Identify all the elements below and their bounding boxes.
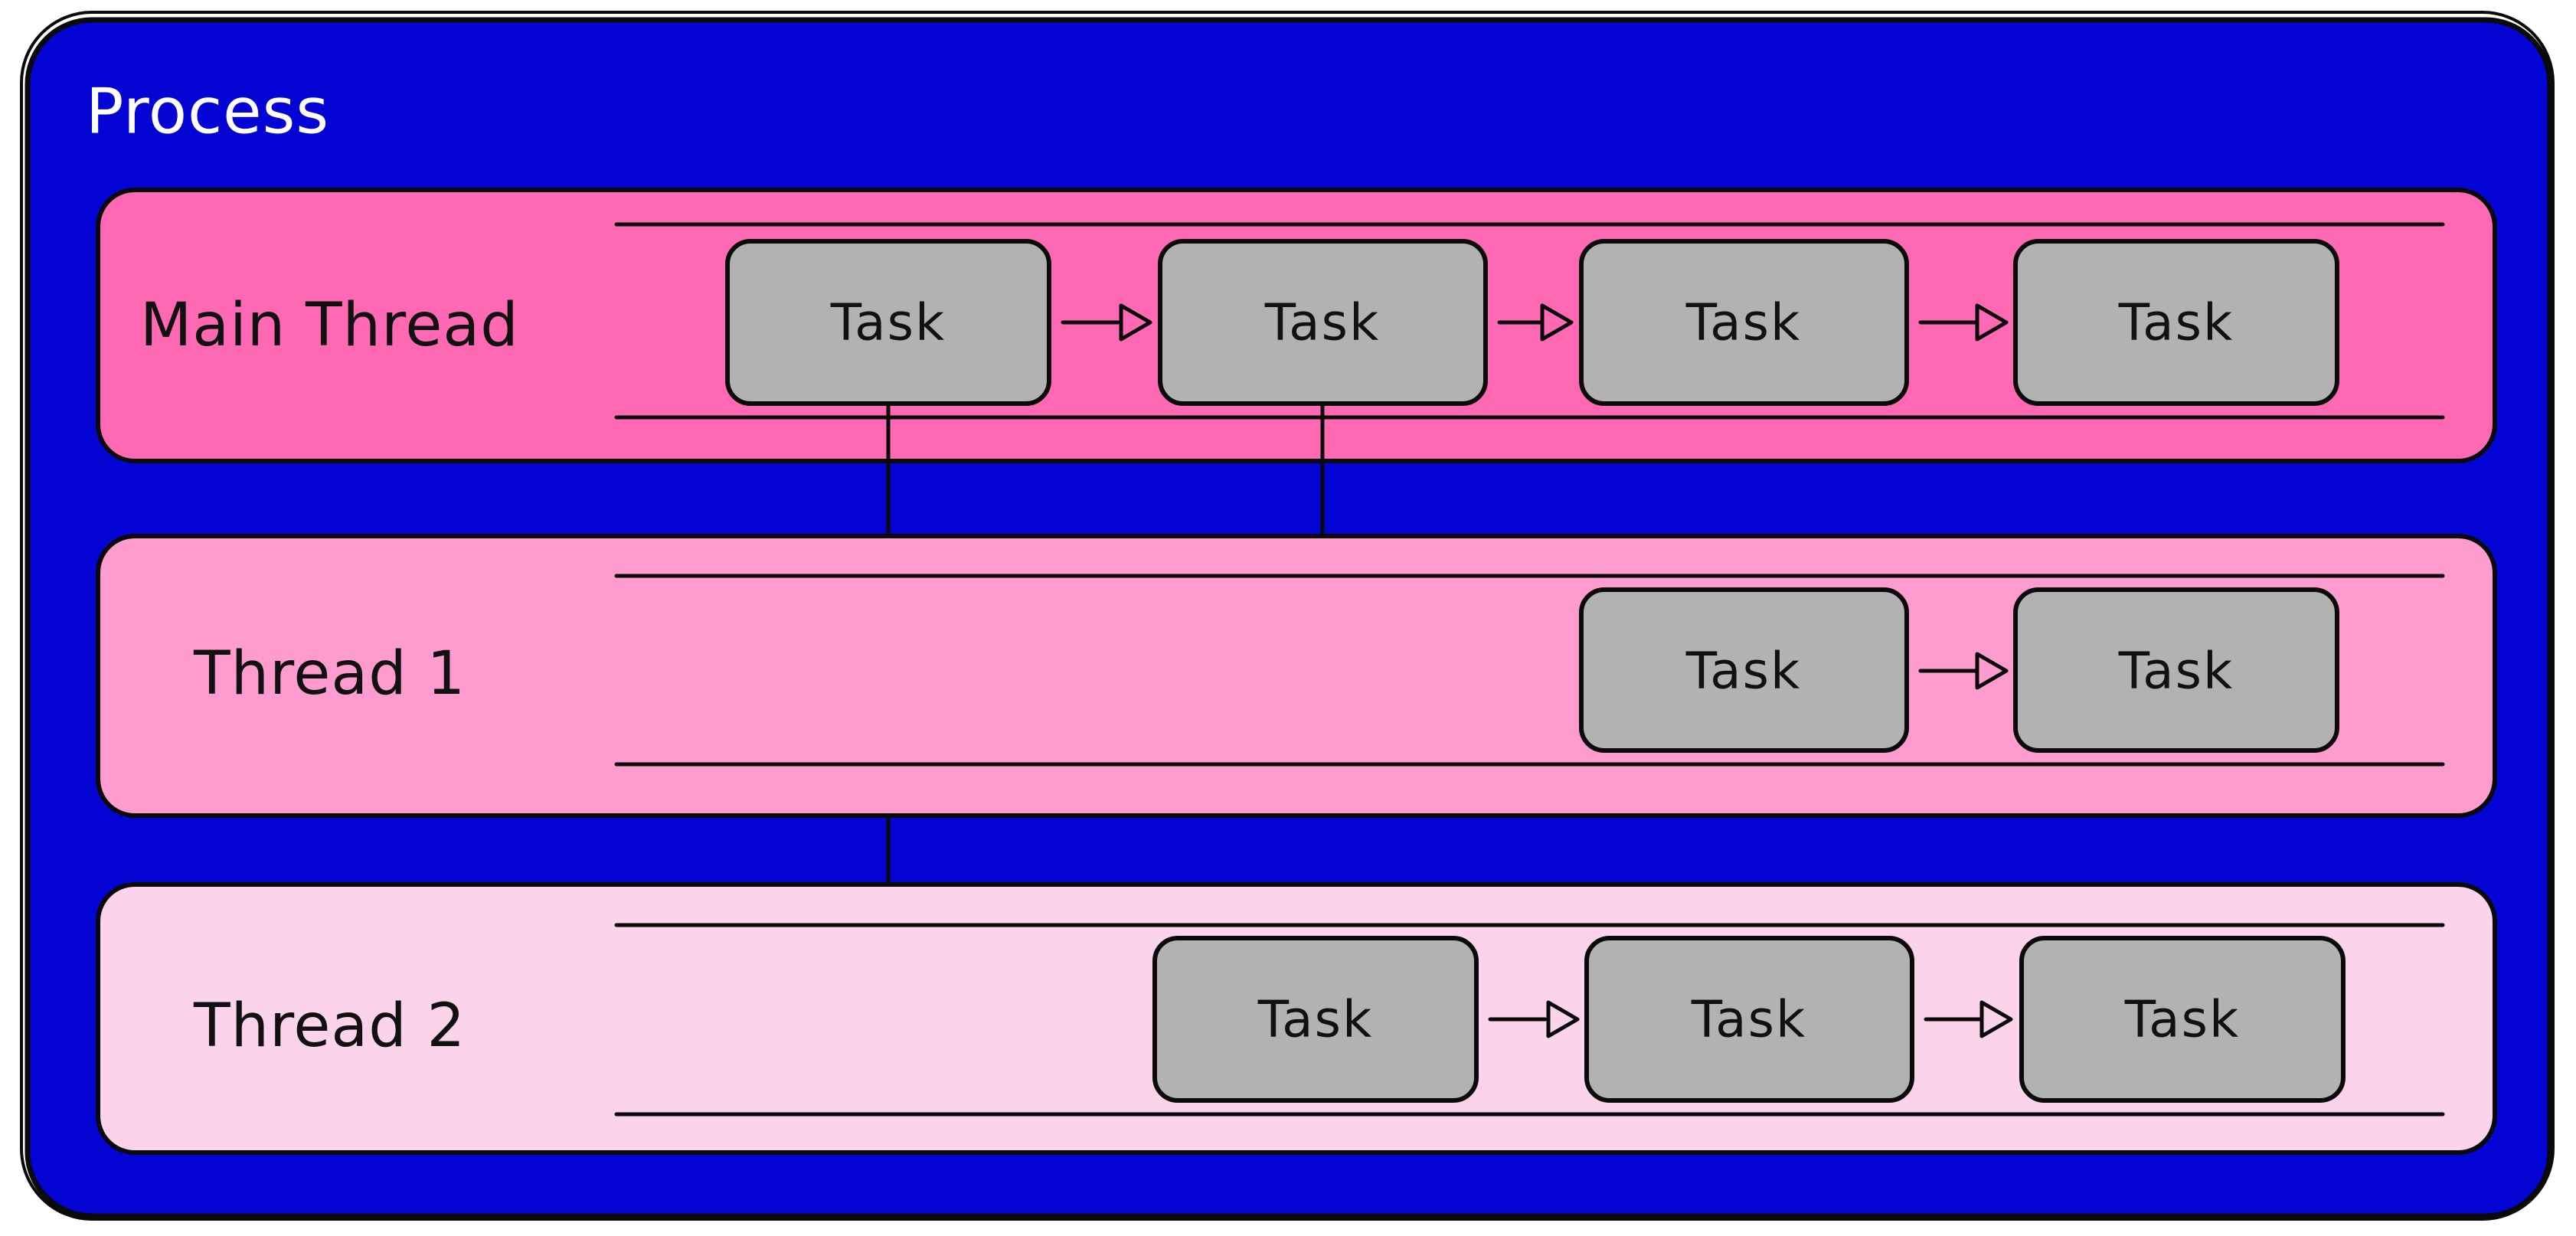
thread-2-task-1 bbox=[1152, 936, 1479, 1103]
task-label: Task bbox=[1264, 293, 1380, 352]
task-label: Task bbox=[1691, 990, 1806, 1049]
main-thread-task-4 bbox=[2013, 239, 2339, 406]
thread-2-task-2 bbox=[1584, 936, 1914, 1103]
task-label: Task bbox=[2118, 293, 2234, 352]
thread-1-task-1 bbox=[1579, 587, 1909, 753]
main-arrow-2-head bbox=[1540, 303, 1574, 342]
task-label: Task bbox=[1685, 293, 1801, 352]
process-border-sketch bbox=[20, 11, 2555, 1221]
thread-2-label: Thread 2 bbox=[193, 992, 466, 1061]
main-arrow-3-head bbox=[1975, 303, 2009, 342]
main-thread-task-1 bbox=[725, 239, 1051, 406]
main-thread-label: Main Thread bbox=[140, 291, 519, 360]
task-label: Task bbox=[1685, 642, 1801, 701]
task-label: Task bbox=[2118, 642, 2234, 701]
thread-1-task-2 bbox=[2013, 587, 2339, 753]
main-arrow-1-head bbox=[1119, 303, 1152, 342]
thread-2-arrow-2-head bbox=[1979, 1000, 2013, 1038]
main-thread-task-3 bbox=[1579, 239, 1909, 406]
thread-2-arrow-1-head bbox=[1546, 1000, 1580, 1038]
thread-2-task-3 bbox=[2019, 936, 2346, 1103]
task-label: Task bbox=[830, 293, 946, 352]
process-title: Process bbox=[86, 76, 329, 149]
thread-1-label: Thread 1 bbox=[193, 639, 466, 708]
thread-1-arrow-1-head bbox=[1975, 652, 2009, 690]
main-thread-task-2 bbox=[1158, 239, 1488, 406]
task-label: Task bbox=[2124, 990, 2240, 1049]
task-label: Task bbox=[1257, 990, 1373, 1049]
